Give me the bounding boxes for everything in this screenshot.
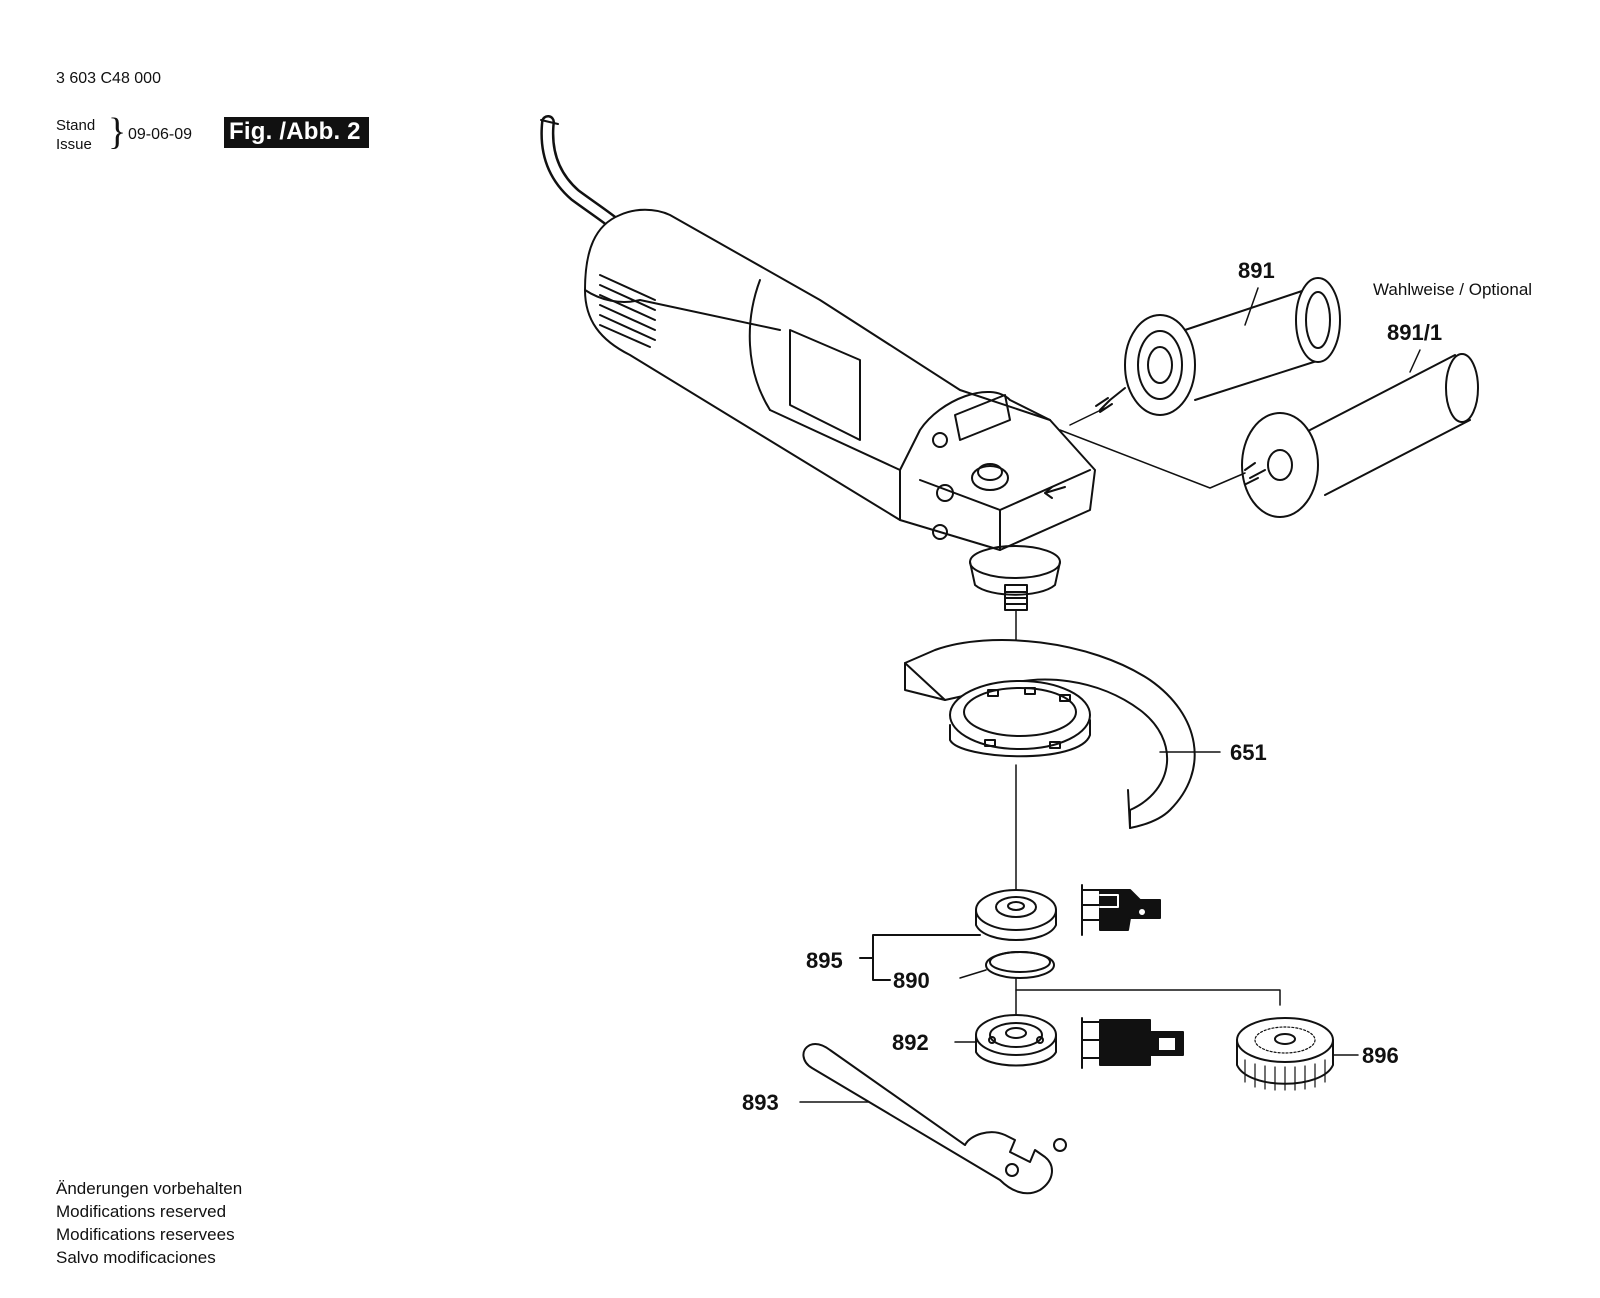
label-895: 895 <box>806 948 843 973</box>
label-651: 651 <box>1230 740 1267 765</box>
label-892: 892 <box>892 1030 929 1055</box>
label-896: 896 <box>1362 1043 1399 1068</box>
label-890: 890 <box>893 968 930 993</box>
modifications-line-fr: Modifications reservees <box>56 1225 235 1244</box>
modifications-line-de: Änderungen vorbehalten <box>56 1179 243 1198</box>
angle-grinder-body <box>584 208 1096 611</box>
brace-glyph: } <box>108 111 127 153</box>
clamping-nut-892 <box>954 1014 1184 1069</box>
modifications-line-es: Salvo modificaciones <box>56 1248 216 1267</box>
label-optional-note: Wahlweise / Optional <box>1373 280 1532 299</box>
o-ring-890 <box>985 951 1055 979</box>
issue-date: 09-06-09 <box>128 126 193 143</box>
spanner-893 <box>799 1043 1067 1195</box>
quick-nut-896 <box>1236 1017 1359 1091</box>
document-number: 3 603 C48 000 <box>56 70 161 87</box>
label-891: 891 <box>1238 258 1275 283</box>
wheel-guard-651 <box>904 639 1221 829</box>
flange-895 <box>975 884 1161 941</box>
label-893: 893 <box>742 1090 779 1115</box>
handle-connector <box>1059 407 1246 489</box>
stand-label: Stand <box>56 117 96 134</box>
stand-issue-labels: Stand Issue <box>56 116 95 154</box>
figure-badge: Fig. /Abb. 2 <box>224 117 369 148</box>
modifications-line-en: Modifications reserved <box>56 1202 227 1221</box>
modifications-notice: Änderungen vorbehalten Modifications res… <box>56 1177 242 1269</box>
label-891-1: 891/1 <box>1387 320 1442 345</box>
leader-lines <box>1244 287 1421 373</box>
side-handle-891-1 <box>1241 353 1479 518</box>
issue-label: Issue <box>56 136 92 153</box>
side-handle-891 <box>1095 277 1341 416</box>
bracket-895 <box>859 934 987 981</box>
